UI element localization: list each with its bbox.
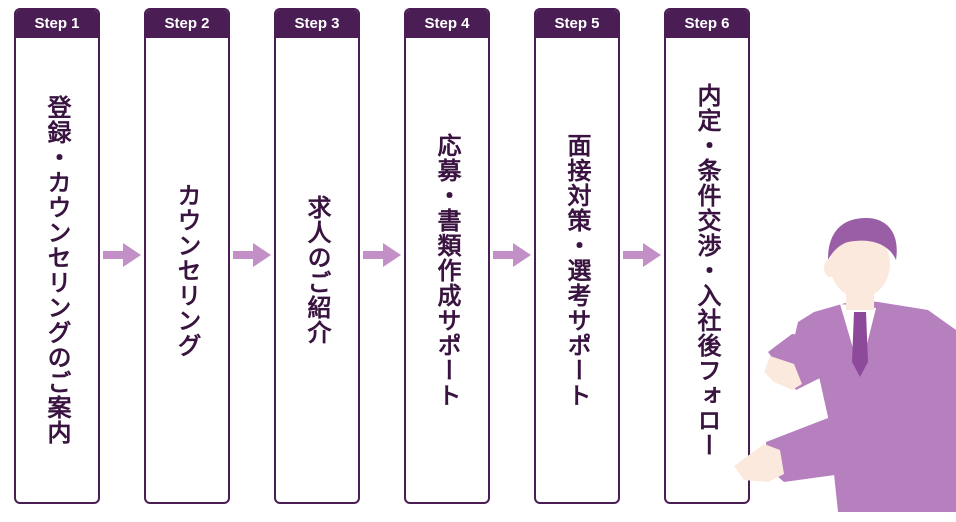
step-text: 面接対策・選考サポート	[563, 132, 591, 408]
arrow-right-icon	[103, 243, 141, 267]
step-text: 登録・カウンセリングのご案内	[43, 95, 71, 445]
step-label: Step 4	[406, 10, 488, 38]
step-label: Step 5	[536, 10, 618, 38]
step-card-3: Step 3 求人のご紹介	[274, 8, 360, 504]
step-label: Step 2	[146, 10, 228, 38]
step-text: 求人のご紹介	[303, 195, 331, 345]
arrow-right-icon	[233, 243, 271, 267]
step-card-6: Step 6 内定・条件交渉・入社後フォロー	[664, 8, 750, 504]
step-card-4: Step 4 応募・書類作成サポート	[404, 8, 490, 504]
step-label: Step 1	[16, 10, 98, 38]
step-card-5: Step 5 面接対策・選考サポート	[534, 8, 620, 504]
arrow-right-icon	[493, 243, 531, 267]
step-label: Step 6	[666, 10, 748, 38]
arrow-right-icon	[623, 243, 661, 267]
step-card-2: Step 2 カウンセリング	[144, 8, 230, 504]
businessman-illustration	[734, 218, 956, 512]
arrow-right-icon	[363, 243, 401, 267]
step-text: 内定・条件交渉・入社後フォロー	[693, 82, 721, 458]
step-text: 応募・書類作成サポート	[433, 132, 461, 408]
step-text: カウンセリング	[173, 182, 201, 358]
step-label: Step 3	[276, 10, 358, 38]
step-card-1: Step 1 登録・カウンセリングのご案内	[14, 8, 100, 504]
